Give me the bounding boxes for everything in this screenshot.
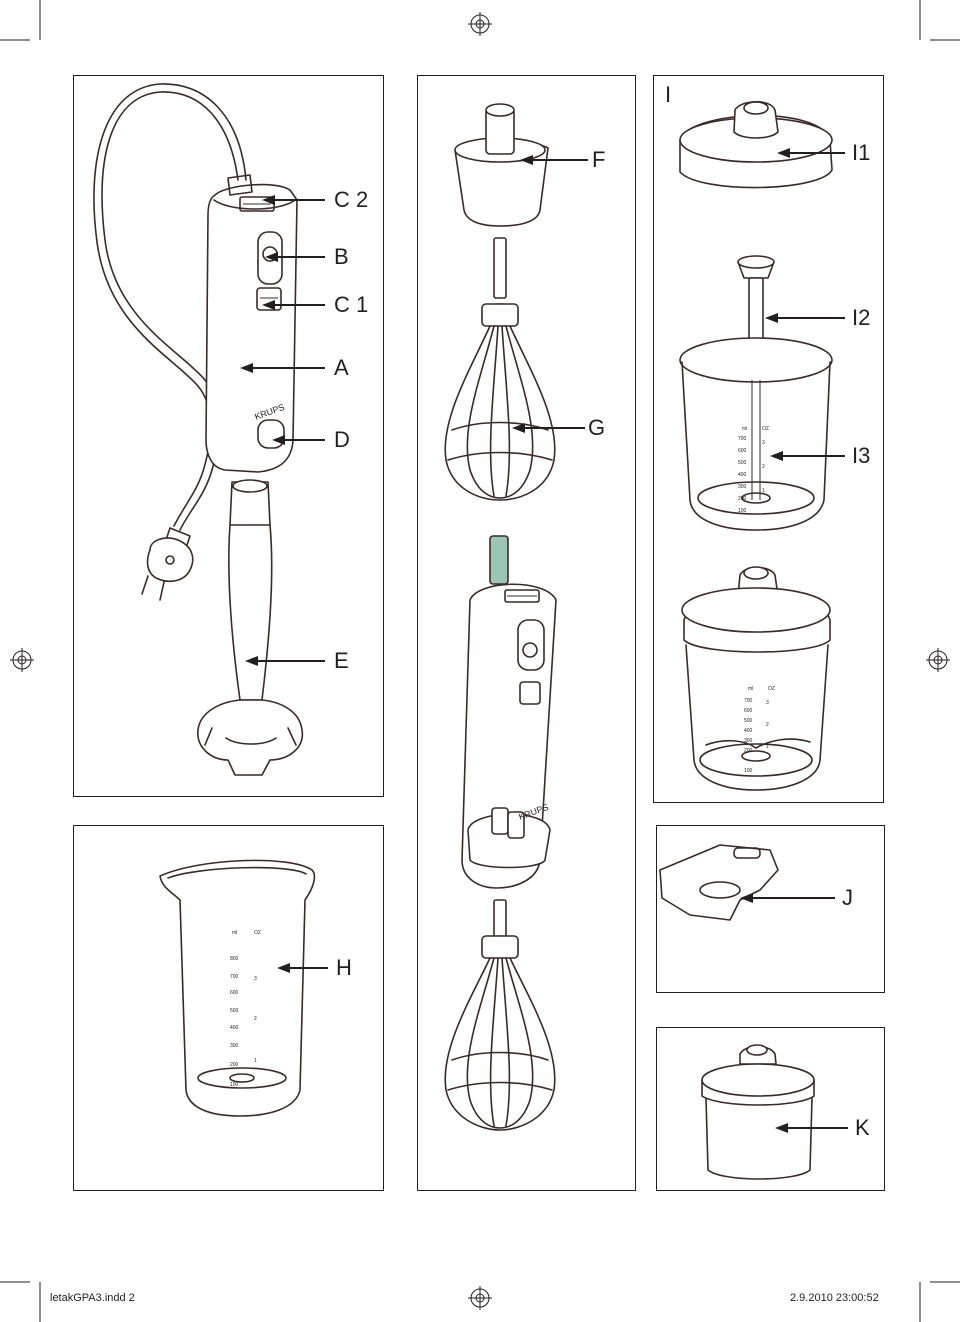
svg-text:600: 600 (744, 708, 753, 714)
registration-mark-right (926, 648, 950, 672)
chopper-bowl-illustration (679, 337, 833, 531)
svg-text:600: 600 (230, 990, 239, 996)
label-i: I (665, 82, 672, 107)
motor-body-illustration: KRUPS (205, 174, 298, 473)
svg-text:100: 100 (738, 508, 747, 514)
svg-text:100: 100 (230, 1082, 239, 1088)
svg-text:1: 1 (766, 744, 769, 750)
svg-text:2: 2 (762, 464, 765, 470)
label-a: A (334, 355, 349, 380)
svg-text:ml: ml (748, 686, 753, 692)
label-c1: C 1 (334, 292, 369, 317)
whisk-gearbox-illustration (454, 103, 549, 227)
svg-text:OZ: OZ (762, 426, 769, 432)
footer-date: 2.9.2010 23:00:52 (790, 1292, 879, 1304)
plug-illustration (141, 527, 194, 601)
beaker-scale: ml OZ 800 700 600 500 400 300 200 100 3 … (230, 930, 261, 1088)
svg-text:500: 500 (744, 718, 753, 724)
label-i3: I3 (852, 443, 871, 468)
storage-container-illustration (701, 1044, 815, 1180)
label-i1: I1 (852, 140, 871, 165)
registration-mark-top (468, 12, 492, 36)
svg-text:800: 800 (230, 956, 239, 962)
svg-text:200: 200 (230, 1062, 239, 1068)
svg-text:ml: ml (232, 930, 237, 936)
label-g: G (588, 415, 606, 440)
svg-text:400: 400 (738, 472, 747, 478)
footer-filename: letakGPA3.indd 2 (50, 1292, 135, 1304)
svg-text:3: 3 (762, 440, 765, 446)
power-cord-illustration (93, 83, 247, 531)
label-f: F (592, 147, 606, 172)
chopper-bowl-scale: ml OZ 700 600 500 400 300 200 100 3 2 1 (738, 426, 769, 514)
label-e: E (334, 648, 349, 673)
svg-text:400: 400 (744, 728, 753, 734)
svg-text:1: 1 (254, 1058, 257, 1064)
svg-text:100: 100 (744, 768, 753, 774)
chopper-lid-illustration (679, 100, 833, 189)
svg-text:400: 400 (230, 1025, 239, 1031)
svg-text:2: 2 (254, 1016, 257, 1022)
svg-text:700: 700 (738, 436, 747, 442)
whisk-illustration-top (444, 237, 556, 501)
svg-text:300: 300 (738, 484, 747, 490)
callout-arrows (240, 148, 848, 1133)
svg-text:2: 2 (766, 722, 769, 728)
svg-text:300: 300 (230, 1043, 239, 1049)
svg-text:1: 1 (762, 488, 765, 494)
label-b: B (334, 244, 349, 269)
svg-text:700: 700 (744, 698, 753, 704)
svg-text:300: 300 (744, 738, 753, 744)
assembled-unit-illustration: KRUPS (444, 535, 557, 1131)
svg-text:700: 700 (230, 974, 239, 980)
label-h: H (336, 955, 352, 980)
svg-text:200: 200 (738, 496, 747, 502)
registration-mark-left (10, 648, 34, 672)
svg-text:OZ: OZ (254, 930, 261, 936)
label-d: D (334, 427, 350, 452)
panel-chopper (653, 75, 884, 803)
svg-text:600: 600 (738, 448, 747, 454)
blender-foot-illustration (197, 479, 304, 776)
beaker-illustration (159, 859, 316, 1117)
svg-text:200: 200 (744, 748, 753, 754)
svg-text:ml: ml (742, 426, 747, 432)
label-k: K (855, 1115, 870, 1140)
label-c2: C 2 (334, 187, 369, 212)
chopper-assembled-scale: ml OZ 700 600 500 400 300 200 100 3 2 1 (744, 686, 775, 774)
svg-text:3: 3 (254, 976, 257, 982)
label-i2: I2 (852, 305, 871, 330)
svg-text:OZ: OZ (768, 686, 775, 692)
holder-illustration (659, 844, 779, 921)
svg-text:500: 500 (230, 1008, 239, 1014)
registration-mark-bottom (468, 1286, 492, 1310)
label-j: J (842, 885, 853, 910)
svg-text:500: 500 (738, 460, 747, 466)
svg-text:3: 3 (766, 700, 769, 706)
chopper-assembled-illustration (681, 566, 831, 791)
